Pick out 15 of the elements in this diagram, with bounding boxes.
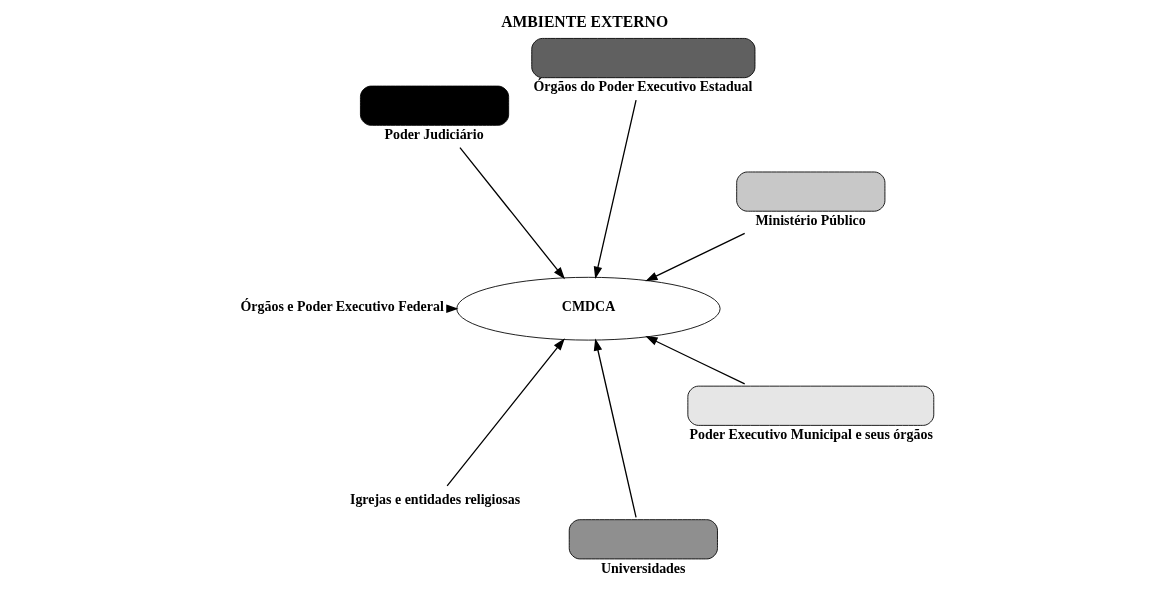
arrow — [446, 338, 565, 487]
arrow — [593, 338, 637, 519]
node-ellipse: CMDCA — [455, 276, 721, 341]
node-text: Igrejas e entidades religiosas — [349, 492, 520, 508]
node-label: Órgãos do Poder Executivo Estadual — [532, 79, 752, 95]
node-label: Ministério Público — [754, 212, 866, 228]
node-text: Órgãos e Poder Executivo Federal — [239, 299, 444, 315]
arrow — [593, 99, 637, 279]
node-label: Universidades — [600, 560, 685, 576]
diagram-title: AMBIENTE EXTERNO — [500, 13, 668, 31]
arrow — [644, 232, 745, 282]
node-label: Poder Executivo Municipal e seus órgãos — [689, 427, 933, 443]
arrow — [458, 146, 565, 280]
arrow — [644, 336, 745, 385]
node-label: Poder Judiciário — [383, 127, 484, 143]
